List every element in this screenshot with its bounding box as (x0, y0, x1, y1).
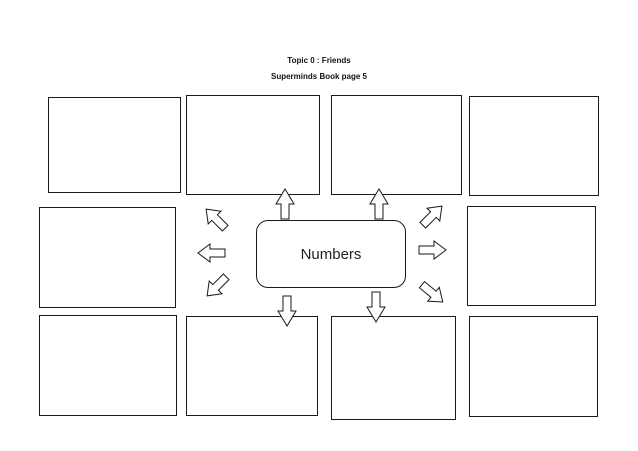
answer-box-middle-left[interactable] (39, 207, 176, 308)
answer-box-bottom-2[interactable] (186, 316, 318, 416)
down-left-arrow (206, 273, 230, 297)
center-topic-box: Numbers (256, 220, 406, 288)
center-topic-label: Numbers (300, 245, 362, 263)
answer-box-top-1[interactable] (48, 97, 181, 193)
up-left-arrow (205, 208, 229, 232)
right-arrow (418, 240, 447, 260)
answer-box-bottom-3[interactable] (331, 316, 456, 420)
answer-box-top-2[interactable] (186, 95, 320, 195)
left-arrow (197, 243, 226, 263)
answer-box-middle-right[interactable] (467, 206, 596, 306)
page-title: Topic 0 : Friends (287, 56, 351, 65)
answer-box-top-3[interactable] (331, 95, 462, 195)
page-subtitle: Superminds Book page 5 (270, 72, 368, 81)
down-right-arrow (418, 280, 444, 303)
answer-box-bottom-4[interactable] (469, 316, 598, 417)
answer-box-bottom-1[interactable] (39, 315, 177, 416)
answer-box-top-4[interactable] (469, 96, 599, 196)
up-right-arrow (419, 205, 443, 229)
